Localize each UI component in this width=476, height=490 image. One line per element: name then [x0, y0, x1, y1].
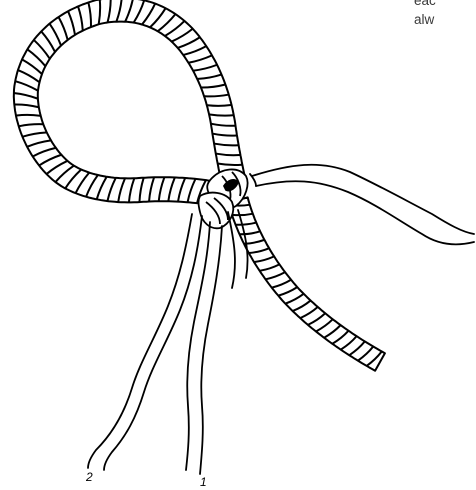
rope-twist-line [208, 105, 231, 106]
strand-2-label: 2 [86, 471, 93, 483]
right-unlaid-strands [250, 165, 474, 245]
strand-1-label: 1 [200, 476, 207, 488]
rope-tail [228, 197, 385, 370]
rope-twist-line [17, 115, 41, 116]
hanging-strands [88, 210, 248, 474]
rope-loop [14, 0, 246, 208]
rope-twist-line [210, 115, 234, 116]
rope-outline [14, 0, 246, 208]
